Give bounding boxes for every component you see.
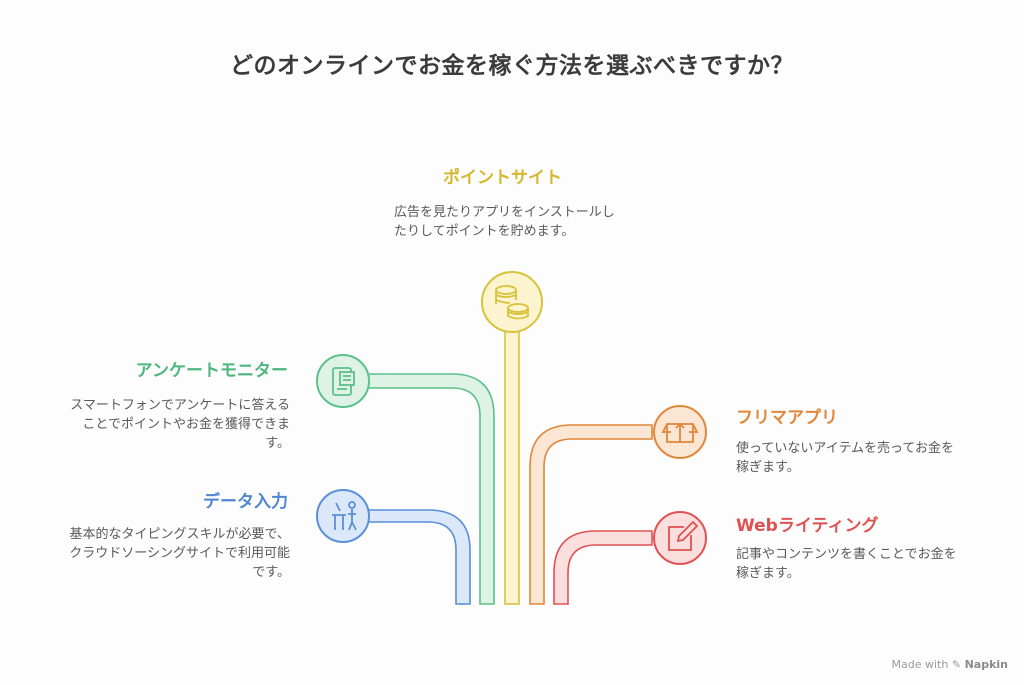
web-writing-description: 記事やコンテンツを書くことでお金を稼ぎます。 (736, 547, 957, 581)
data-entry-label: データ入力 (203, 492, 288, 512)
napkin-brand: Napkin (964, 658, 1008, 671)
web-writing-label: Webライティング (736, 516, 879, 536)
survey-label: アンケートモニター (135, 361, 288, 381)
data-entry-branch (361, 509, 471, 605)
point-site-branch (504, 329, 520, 605)
coins-icon (481, 271, 543, 333)
flea-market-label: フリマアプリ (736, 408, 838, 428)
box-icon (653, 405, 707, 459)
made-with-badge[interactable]: Made with ✎ Napkin (892, 658, 1008, 671)
point-site-description: 広告を見たりアプリをインストールしたりしてポイントを貯めます。 (394, 205, 615, 239)
survey-branch (367, 373, 495, 605)
desk-worker-icon (316, 489, 370, 543)
flea-market-description: 使っていないアイテムを売ってお金を稼ぎます。 (736, 441, 955, 475)
data-entry-description: 基本的なタイピングスキルが必要で、クラウドソーシングサイトで利用可能です。 (69, 527, 290, 580)
survey-description: スマートフォンでアンケートに答えることでポイントやお金を獲得できます。 (70, 398, 290, 451)
point-site-label: ポイントサイト (443, 168, 562, 188)
web-writing-branch (553, 530, 653, 605)
flea-market-branch (529, 424, 653, 605)
page-title: どのオンラインでお金を稼ぐ方法を選ぶべきですか？ (230, 53, 794, 79)
smartphone-icon (316, 354, 370, 408)
napkin-logo-icon: ✎ (951, 658, 962, 671)
edit-icon (653, 511, 707, 565)
made-with-text: Made with (891, 658, 949, 671)
